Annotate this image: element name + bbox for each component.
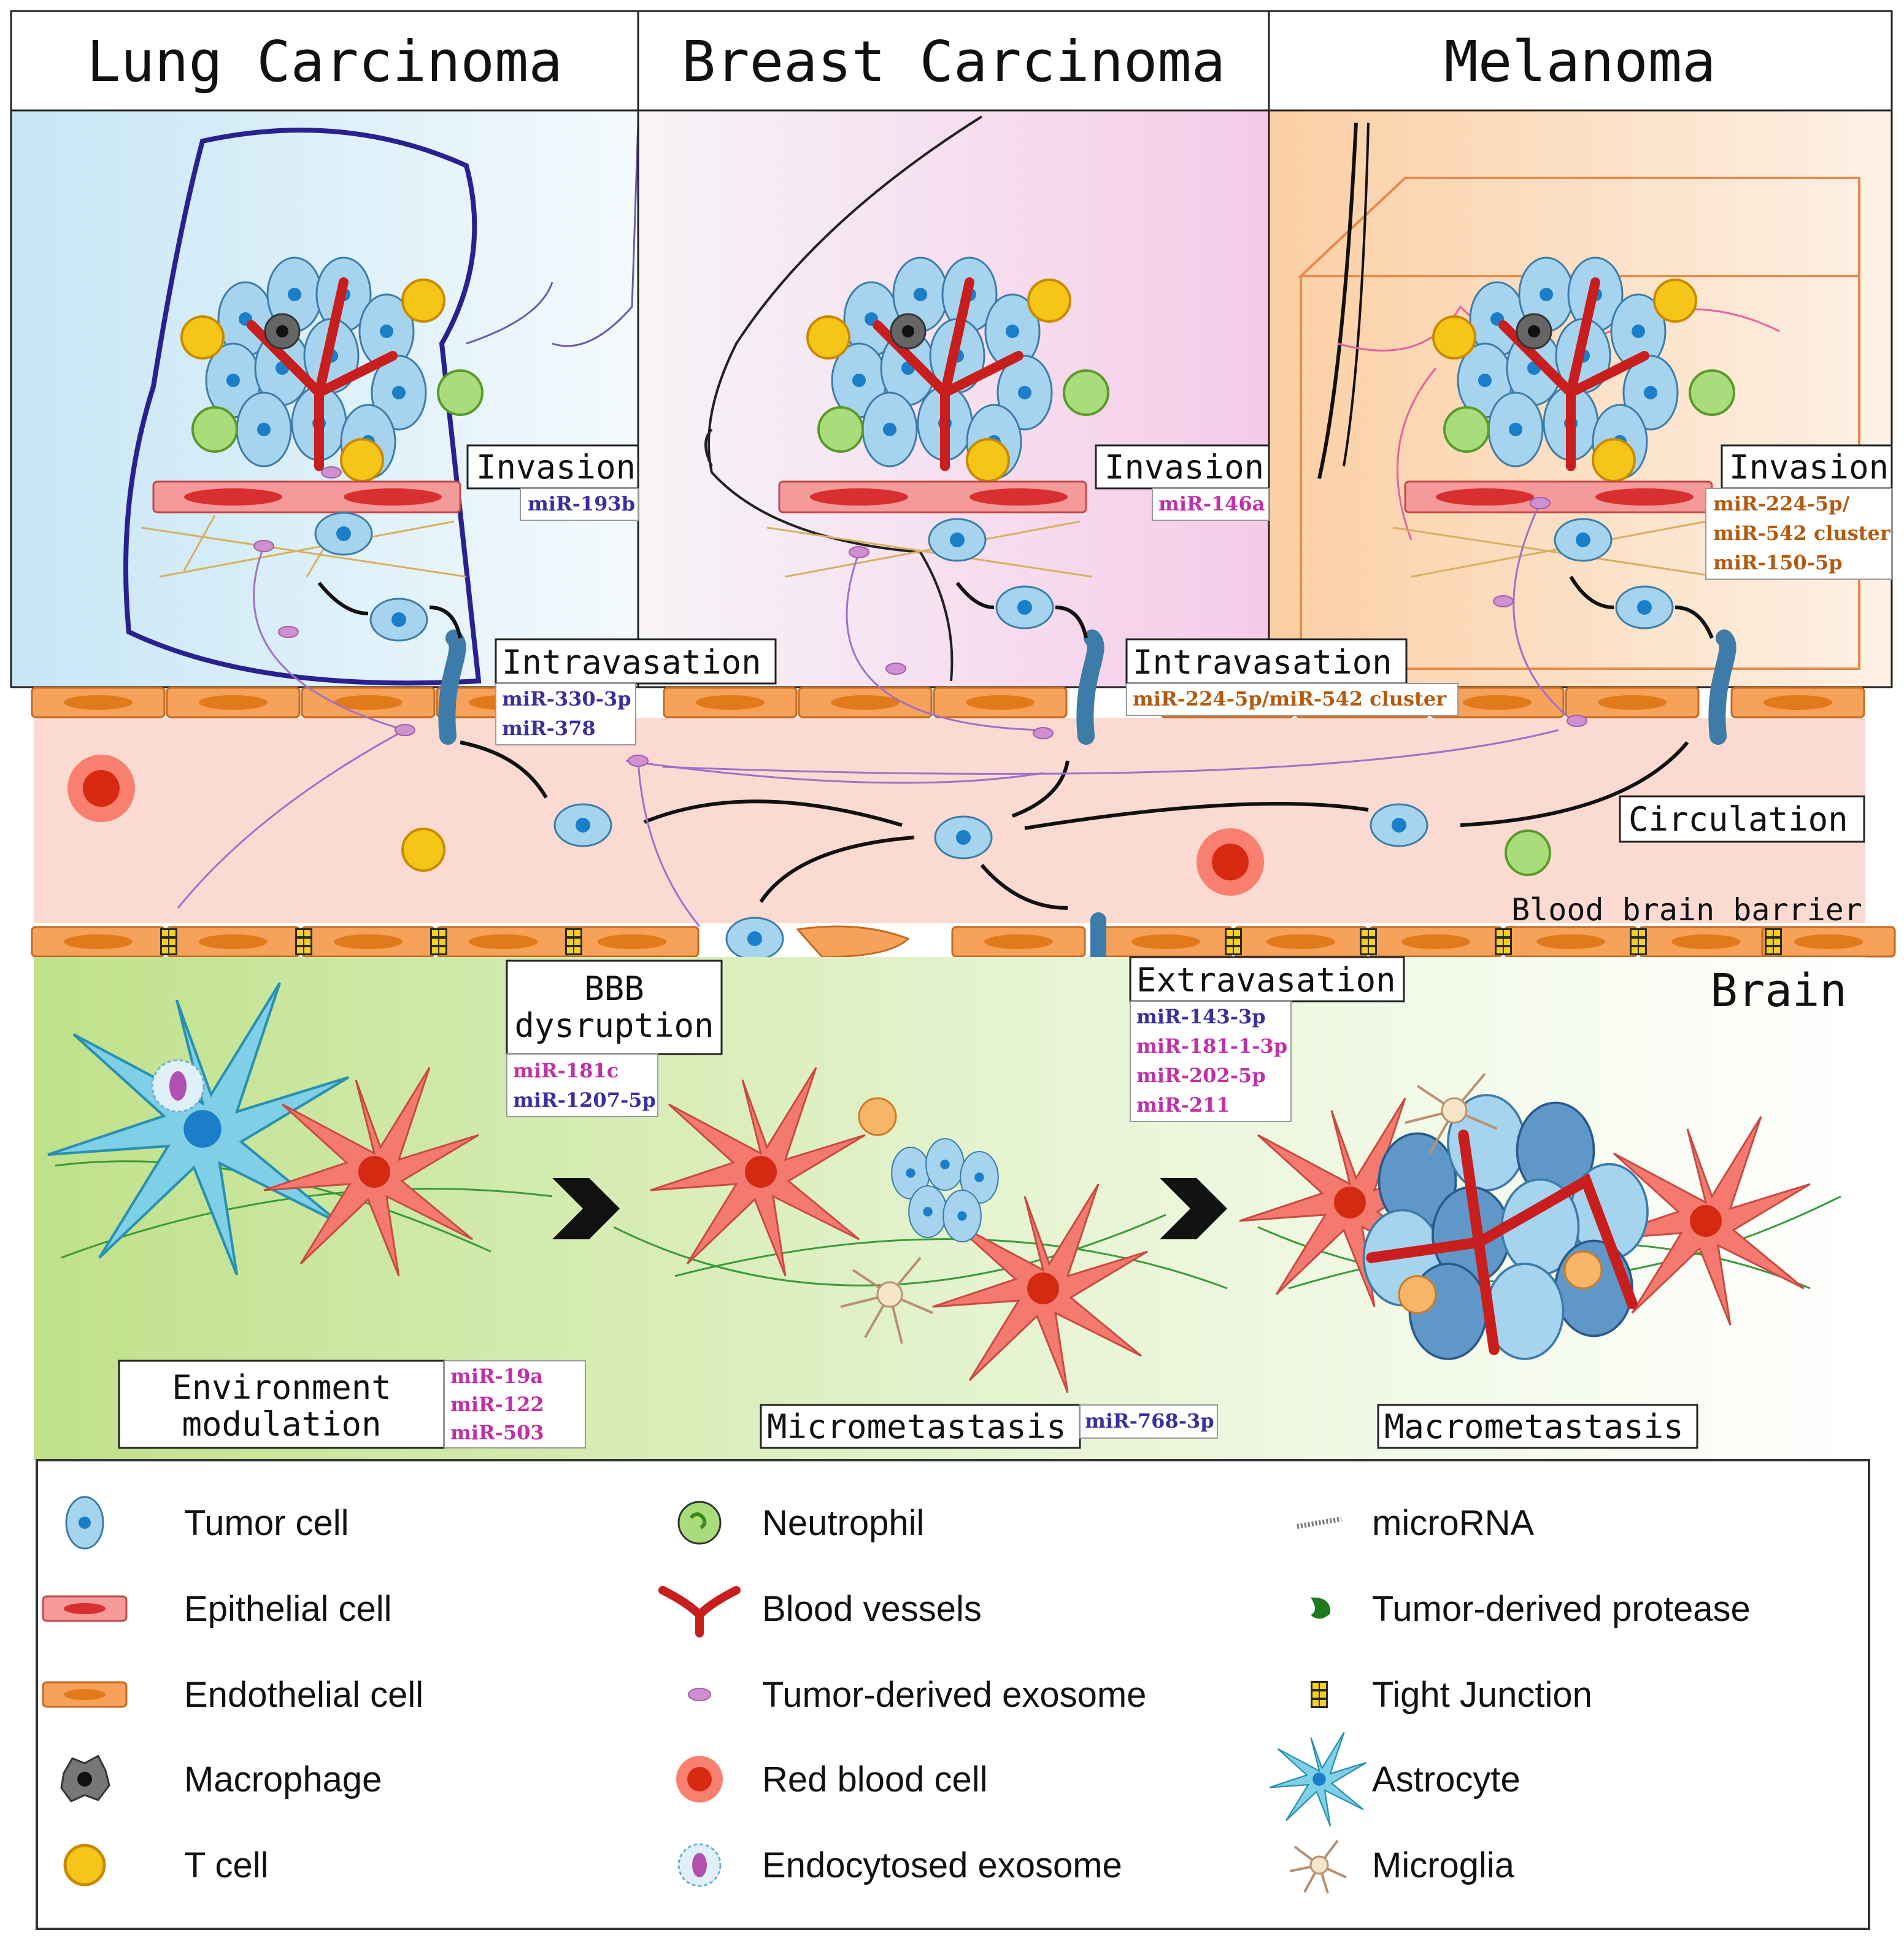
- red-blood-cell-icon: [676, 1756, 723, 1803]
- legend-label-12: Tight Junction: [1372, 1675, 1592, 1715]
- tight-junction-legend-icon: [1311, 1681, 1328, 1708]
- legend-label-11: Tumor-derived protease: [1372, 1589, 1751, 1629]
- neutrophil-icon: [677, 1501, 722, 1545]
- legend-label-3: Macrophage: [184, 1760, 382, 1799]
- circulation-label: Circulation: [1628, 800, 1848, 839]
- breast-intravasation-mir: miR-224-5p/miR-542 cluster: [1133, 687, 1447, 710]
- brain-region: [34, 957, 1865, 1460]
- legend-label-1: Epithelial cell: [184, 1589, 392, 1629]
- blood-vessel: [31, 629, 1896, 983]
- lung-intravasation-mir-1: miR-330-3p: [502, 687, 631, 710]
- astrocyte-icon: [1269, 1731, 1367, 1826]
- protease-icon: [1311, 1597, 1331, 1619]
- lung-intravasation-label: Intravasation: [502, 643, 761, 682]
- legend-label-6: Blood vessels: [762, 1589, 982, 1629]
- brain-label: Brain: [1710, 964, 1847, 1017]
- legend-label-14: Microglia: [1372, 1845, 1515, 1885]
- micrometastasis-label: Micrometastasis: [767, 1407, 1066, 1446]
- micrometastasis-mir: miR-768-3p: [1085, 1409, 1214, 1433]
- extravasation-label: Extravasation: [1136, 961, 1396, 999]
- legend-label-0: Tumor cell: [184, 1503, 349, 1543]
- extravasation-mir-2: miR-181-1-3p: [1136, 1034, 1287, 1058]
- bbb-dysruption-label-2: dysruption: [514, 1006, 714, 1045]
- legend-label-13: Astrocyte: [1372, 1760, 1521, 1799]
- macrophage-icon: [60, 1754, 110, 1803]
- endothelial-cell-icon: [42, 1681, 128, 1708]
- env-mod-label-1: Environment: [172, 1368, 391, 1407]
- env-mod-mir-2: miR-122: [450, 1393, 544, 1416]
- header-breast: Breast Carcinoma: [682, 29, 1225, 94]
- melanoma-invasion-mir-2: miR-542 cluster: [1713, 521, 1891, 545]
- extravasation-mir-3: miR-202-5p: [1136, 1064, 1266, 1087]
- legend-label-10: microRNA: [1372, 1503, 1535, 1543]
- bbb-dysruption-label-1: BBB: [584, 969, 644, 1008]
- breast-invasion-mir: miR-146a: [1158, 492, 1265, 515]
- header-melanoma: Melanoma: [1444, 29, 1716, 94]
- extravasation-mir-4: miR-211: [1136, 1093, 1230, 1117]
- stage-labels: Invasion miR-193b Invasion miR-146a Inva…: [118, 444, 1893, 1449]
- endocytosed-exosome-icon: [677, 1843, 722, 1887]
- lung-intravasation-mir-2: miR-378: [502, 717, 596, 740]
- melanoma-invasion-mir-3: miR-150-5p: [1713, 551, 1843, 574]
- progression-arrow-1: [552, 1178, 620, 1239]
- env-mod-mir-1: miR-19a: [450, 1364, 543, 1388]
- header-row: Lung Carcinoma Breast Carcinoma Melanoma: [10, 10, 1893, 688]
- bbb-label: Blood brain barrier: [1511, 892, 1862, 928]
- legend-label-5: Neutrophil: [762, 1503, 924, 1543]
- bbb-dysruption-mir-1: miR-181c: [513, 1059, 619, 1082]
- tight-junction-icon: [160, 928, 177, 955]
- header-lung: Lung Carcinoma: [87, 29, 562, 94]
- extravasation-mir-1: miR-143-3p: [1136, 1005, 1266, 1028]
- exosome-paths: [152, 502, 1578, 1056]
- blood-vessel-icon: [658, 1586, 741, 1637]
- tumor-cell-icon: [65, 1496, 104, 1550]
- lung-invasion-mir: miR-193b: [528, 492, 635, 515]
- legend: Tumor cell Epithelial cell Endothelial c…: [36, 1459, 1870, 1930]
- progression-arrow-2: [1160, 1178, 1227, 1239]
- legend-label-7: Tumor-derived exosome: [762, 1675, 1146, 1715]
- env-mod-mir-3: miR-503: [450, 1421, 544, 1444]
- env-mod-label-2: modulation: [182, 1405, 381, 1444]
- microglia-icon: [1289, 1839, 1347, 1894]
- legend-label-9: Endocytosed exosome: [762, 1845, 1122, 1885]
- legend-label-8: Red blood cell: [762, 1760, 988, 1799]
- legend-label-2: Endothelial cell: [184, 1675, 423, 1715]
- exosome-icon: [688, 1688, 711, 1701]
- epithelial-cell-icon: [42, 1595, 128, 1622]
- bbb-dysruption-mir-2: miR-1207-5p: [513, 1088, 656, 1112]
- t-cell-icon: [63, 1844, 106, 1887]
- breast-invasion-label: Invasion: [1104, 448, 1264, 487]
- lung-invasion-label: Invasion: [476, 448, 636, 487]
- breast-intravasation-label: Intravasation: [1133, 643, 1392, 682]
- melanoma-invasion-label: Invasion: [1729, 448, 1889, 487]
- legend-label-4: T cell: [184, 1845, 269, 1885]
- epithelial-layers: [141, 480, 1719, 578]
- melanoma-invasion-mir-1: miR-224-5p/: [1713, 492, 1850, 515]
- macrometastasis-label: Macrometastasis: [1384, 1407, 1684, 1446]
